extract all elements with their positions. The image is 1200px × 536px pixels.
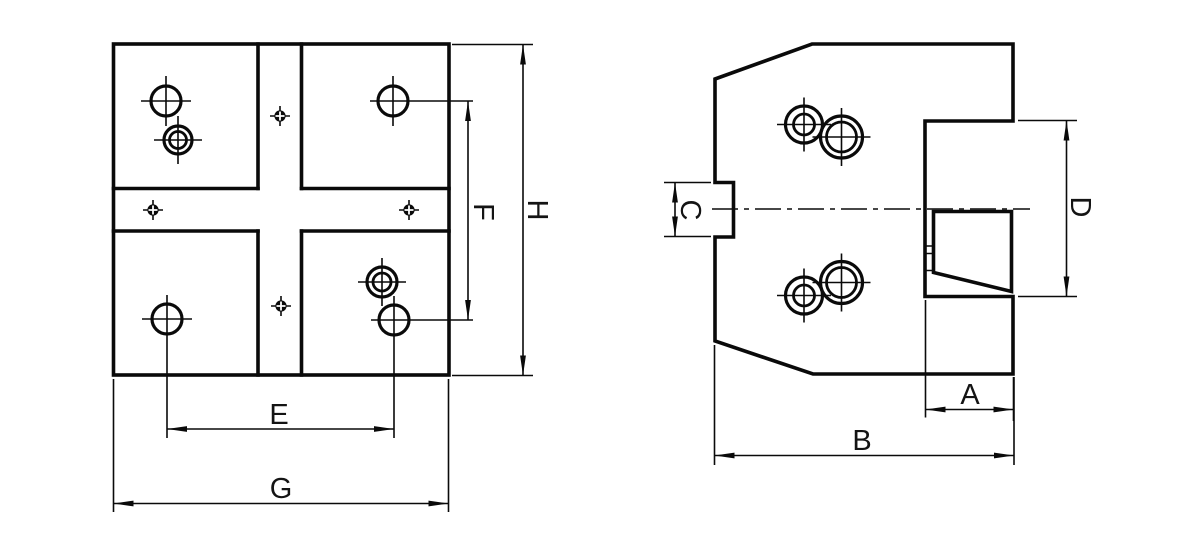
small-hole-top [270, 106, 290, 126]
slot-tongue [931, 209, 1014, 294]
side-view: C D A B [664, 42, 1096, 465]
small-hole-left [143, 200, 163, 220]
dim-label-f: F [467, 203, 499, 221]
side-hole-bottom-large [812, 253, 871, 312]
side-view-outline [713, 42, 1015, 376]
hole-top-left [141, 76, 191, 126]
counterbore-hole-top-left [154, 116, 202, 164]
dimension-e: E [167, 399, 394, 432]
dimension-h: H [452, 43, 553, 377]
counterbore-hole-bottom-right [358, 258, 406, 306]
dim-label-c: C [674, 200, 706, 221]
side-hole-top-small [777, 97, 831, 152]
slot-step-lines [925, 245, 934, 272]
front-view-outline [111, 42, 451, 377]
dim-label-b: B [852, 425, 871, 457]
dim-label-e: E [269, 399, 288, 431]
dim-label-g: G [270, 473, 293, 505]
side-hole-bottom-small [777, 268, 831, 323]
small-hole-bottom [271, 296, 291, 316]
dim-label-a: A [960, 379, 980, 411]
hole-bottom-right [371, 296, 473, 438]
dim-label-d: D [1064, 197, 1096, 218]
hole-top-right [370, 76, 473, 126]
small-hole-markers [143, 106, 419, 316]
dimension-d: D [1018, 119, 1096, 298]
dimension-a: A [924, 300, 1015, 421]
side-hole-top-large [812, 108, 871, 166]
hole-bottom-left [142, 295, 192, 438]
dimension-g: G [112, 379, 450, 512]
dimension-b: B [713, 345, 1015, 465]
small-hole-right [399, 200, 419, 220]
front-view: E G F H [111, 42, 553, 512]
cross-channel [111, 42, 451, 377]
dim-label-h: H [521, 200, 553, 221]
dimension-f: F [465, 101, 499, 320]
dimension-c: C [664, 181, 711, 238]
